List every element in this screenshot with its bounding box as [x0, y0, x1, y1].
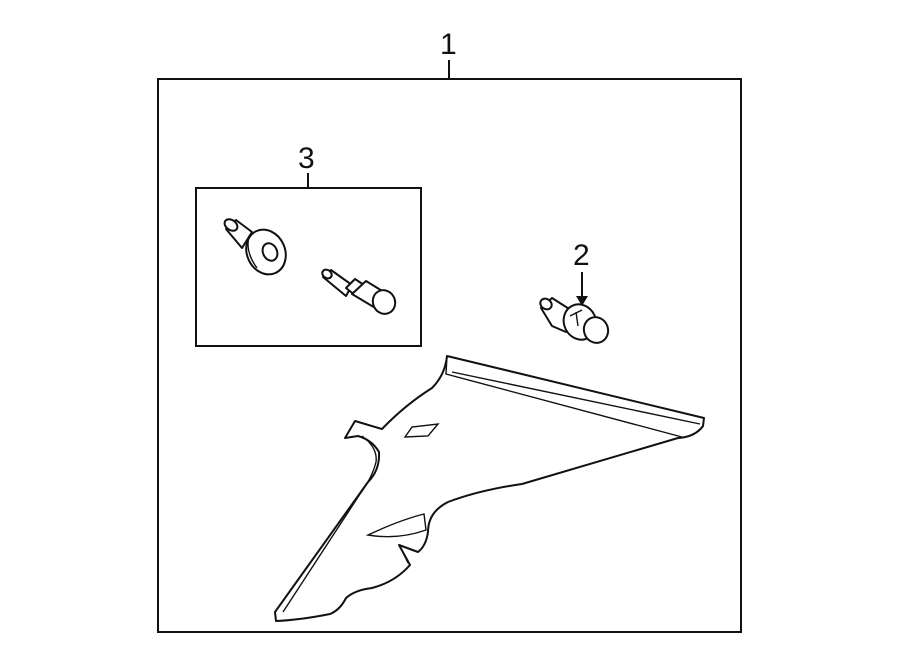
fastener-kit-frame	[195, 187, 422, 347]
grommet-icon	[223, 218, 287, 276]
callout-1-label: 1	[440, 28, 457, 61]
assembly-frame	[157, 78, 742, 633]
callout-2-arrowhead	[576, 296, 588, 306]
pin-fastener-icon	[321, 268, 397, 315]
callout-2-label: 2	[573, 239, 590, 272]
push-clip-icon	[539, 297, 610, 344]
callout-3-label: 3	[298, 142, 315, 175]
quarter-trim-panel-icon	[274, 355, 705, 622]
